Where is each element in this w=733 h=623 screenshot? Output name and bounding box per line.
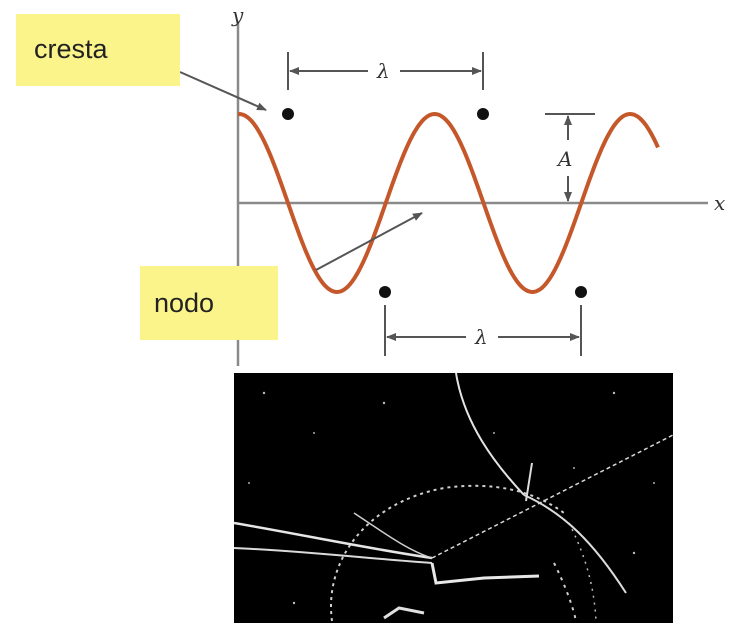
sine-wave (237, 111, 660, 295)
wave-diagram-svg: y x λ λ A (179, 3, 725, 366)
trough-point (379, 286, 391, 298)
crest-point (477, 108, 489, 120)
particle-tracks-image (234, 373, 673, 623)
x-axis-label: x (714, 191, 725, 215)
node-label: nodo (154, 288, 215, 318)
crest-label-box: cresta (16, 14, 180, 86)
trough-point (575, 286, 587, 298)
wavelength-top-symbol: λ (376, 59, 390, 83)
wave-diagram: y x λ λ A cresta nodo (16, 3, 725, 366)
crest-label: cresta (34, 34, 108, 64)
particle-tracks-photo (234, 373, 673, 623)
node-label-box: nodo (140, 266, 278, 340)
amplitude-symbol: A (556, 147, 572, 171)
wavelength-bottom-symbol: λ (474, 325, 488, 349)
y-axis-label: y (231, 3, 244, 27)
crest-point (282, 108, 294, 120)
crest-pointer-arrow (179, 71, 267, 111)
node-pointer-arrow (315, 212, 423, 271)
